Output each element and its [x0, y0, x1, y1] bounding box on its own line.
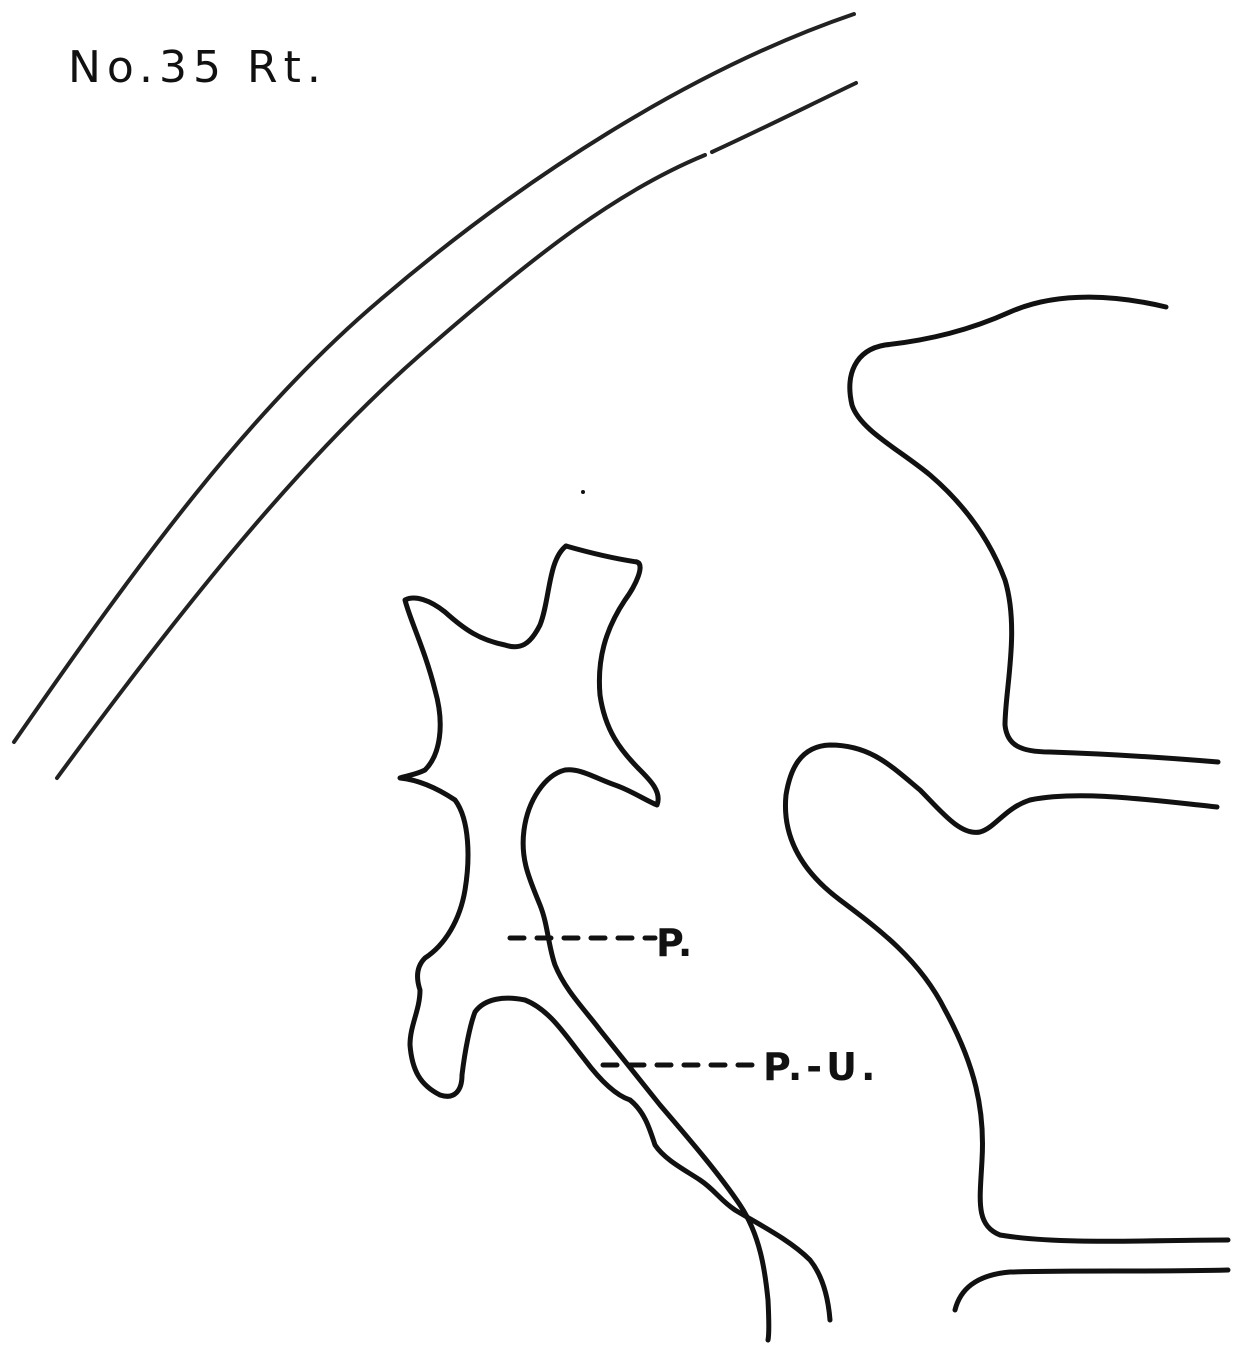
- outer-curve-lower-gap-segment: [712, 83, 856, 152]
- central-cavity-outline: [400, 546, 630, 1100]
- specimen-title: No.35 Rt.: [68, 46, 327, 90]
- outer-curve-upper: [14, 14, 854, 742]
- label-pu: P.-U.: [763, 1048, 879, 1086]
- label-p: P.: [656, 924, 693, 962]
- central-cavity-upper-right-outline: [523, 546, 769, 1340]
- outer-curve-lower: [57, 155, 705, 778]
- right-structure-lower-outline: [785, 745, 1228, 1241]
- ink-speck: [581, 490, 585, 494]
- channel-outer-wall: [630, 1100, 830, 1320]
- right-structure-bottom-outline: [955, 1270, 1228, 1310]
- right-structure-upper-outline: [850, 297, 1218, 762]
